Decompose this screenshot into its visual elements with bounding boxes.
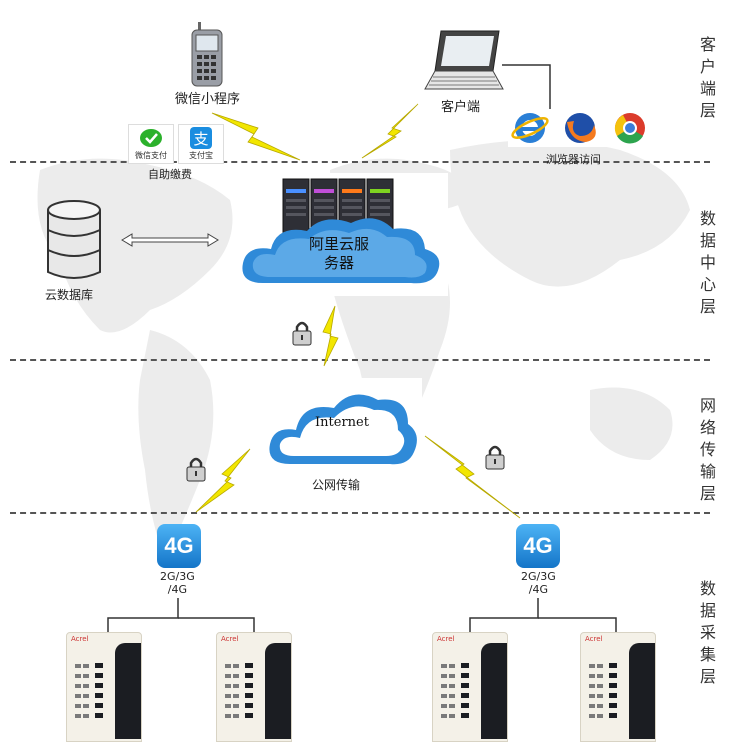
signal-label-right: 2G/3G /4G <box>521 570 556 596</box>
public-network-label: 公网传输 <box>312 478 361 492</box>
server-label-line1: 阿里云服 <box>308 235 369 253</box>
layer-label-collection: 数据采集层 <box>699 579 716 686</box>
energy-meter: Acrel <box>432 632 508 742</box>
aliyun-server: 阿里云服 务器 <box>233 173 448 296</box>
signal-line1: 2G/3G <box>521 570 556 583</box>
browser-access-label: 浏览器访问 <box>546 153 601 166</box>
layer-label-datacenter: 数据中心层 <box>699 209 716 316</box>
energy-meter: Acrel <box>66 632 142 742</box>
server-rack-icon <box>242 178 440 284</box>
client-pc-label: 客户端 <box>441 100 481 115</box>
internet-label: Internet <box>315 415 369 430</box>
wechat-pay-icon: 微信支付 <box>128 124 174 164</box>
lock-icon <box>186 457 206 482</box>
alipay-label: 支付宝 <box>189 151 213 160</box>
svg-text:支: 支 <box>193 130 208 148</box>
self-payment-label: 自助缴费 <box>148 168 192 181</box>
signal-line2: /4G <box>528 583 548 596</box>
layer-label-client: 客户端层 <box>699 35 716 120</box>
layer-divider <box>10 359 710 361</box>
signal-line2: /4G <box>167 583 187 596</box>
cloud-database-label: 云数据库 <box>45 288 94 302</box>
mobile-phone-icon <box>191 22 223 87</box>
laptop-icon <box>424 30 504 90</box>
cloud-icon <box>269 394 417 465</box>
firefox-browser-icon <box>565 113 596 143</box>
server-label: 阿里云服 务器 <box>289 235 389 273</box>
layer-divider <box>10 512 710 514</box>
lock-icon <box>292 321 312 346</box>
layer-label-network: 网络传输层 <box>699 396 716 503</box>
meter-brand: Acrel <box>585 635 603 643</box>
server-label-line2: 务器 <box>323 254 354 272</box>
ie-browser-icon <box>511 113 549 143</box>
signal-line1: 2G/3G <box>160 570 195 583</box>
lock-icon <box>485 445 505 470</box>
meter-brand: Acrel <box>221 635 239 643</box>
alipay-icon: 支 支付宝 <box>178 124 224 164</box>
4g-icon: 4G <box>157 524 201 568</box>
cloud-icon <box>242 218 440 284</box>
wechat-pay-label: 微信支付 <box>135 151 167 160</box>
meter-brand: Acrel <box>437 635 455 643</box>
internet-cloud: Internet <box>262 378 422 474</box>
browser-icons <box>508 109 652 147</box>
wechat-miniprogram-label: 微信小程序 <box>175 92 241 107</box>
layer-divider <box>10 161 710 163</box>
laptop-browser-connector <box>502 64 551 110</box>
signal-label-left: 2G/3G /4G <box>160 570 195 596</box>
energy-meter: Acrel <box>580 632 656 742</box>
4g-icon: 4G <box>516 524 560 568</box>
database-icon <box>47 200 101 279</box>
chrome-browser-icon <box>614 113 645 144</box>
bidirectional-arrow-icon <box>121 233 219 247</box>
energy-meter: Acrel <box>216 632 292 742</box>
meter-brand: Acrel <box>71 635 89 643</box>
